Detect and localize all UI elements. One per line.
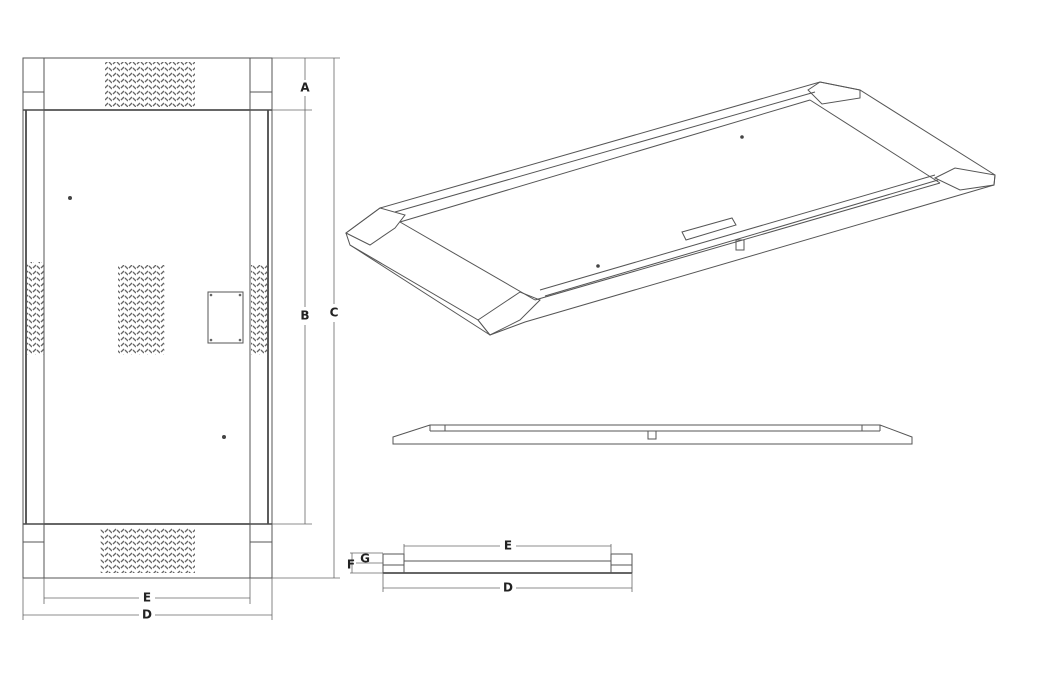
side-view bbox=[392, 424, 913, 445]
dimension-a-label: A bbox=[300, 81, 310, 95]
tread-plate bbox=[118, 265, 165, 355]
dimension-f-label: F bbox=[347, 558, 355, 572]
dimension-d-label: D bbox=[142, 608, 152, 622]
top-view: A B C E D bbox=[22, 57, 340, 622]
junction-box-cover bbox=[681, 217, 737, 241]
dimension-d-label: D bbox=[503, 581, 513, 595]
dimension-c-label: C bbox=[330, 306, 339, 320]
tread-plate bbox=[105, 62, 195, 107]
bolt-hole bbox=[68, 196, 72, 200]
bolt-hole bbox=[222, 435, 226, 439]
corner-block bbox=[22, 57, 45, 111]
platform-outline bbox=[22, 57, 273, 579]
isometric-view bbox=[345, 81, 996, 336]
dimension-e-label: E bbox=[143, 591, 151, 605]
dimension-g-label: G bbox=[360, 552, 370, 566]
corner-block bbox=[22, 523, 45, 579]
corner-block bbox=[249, 523, 273, 579]
dimension-e-label: E bbox=[504, 539, 512, 553]
corner-block bbox=[249, 57, 273, 111]
tread-plate bbox=[100, 528, 195, 573]
junction-box-cover bbox=[207, 291, 244, 344]
tread-plate bbox=[251, 265, 268, 355]
dimension-b-label: B bbox=[300, 309, 309, 323]
tread-plate bbox=[27, 262, 44, 355]
end-view: E D F G bbox=[347, 539, 633, 595]
